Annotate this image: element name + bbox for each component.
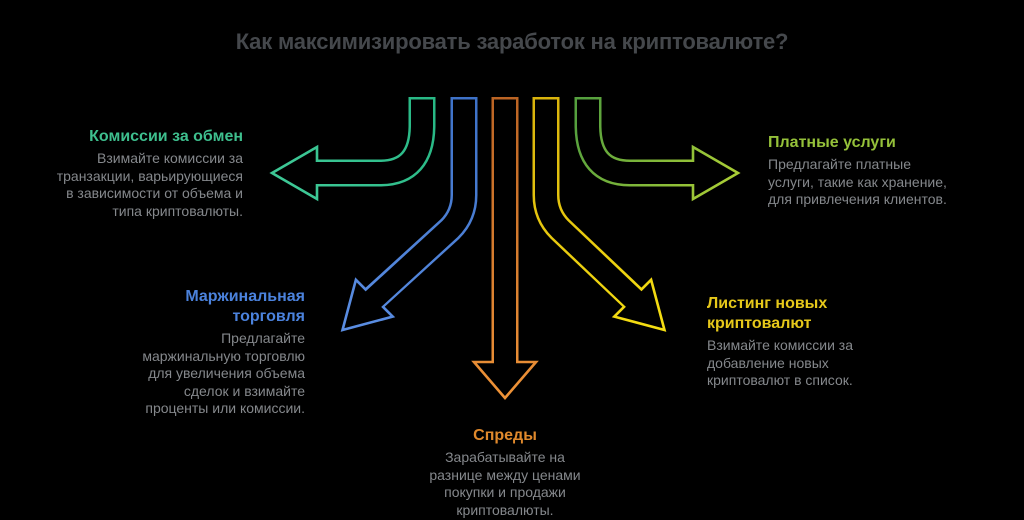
paid-services-heading: Платные услуги [768, 134, 896, 151]
paid-services-arrow [574, 97, 741, 202]
listing-new-cryptocurrencies-description: Взимайте комиссии за добавление новых кр… [707, 337, 853, 388]
listing-new-cryptocurrencies-item: Листинг новых криптовалют Взимайте комис… [707, 294, 927, 390]
spreads-arrow [471, 97, 539, 400]
exchange-fees-description: Взимайте комиссии за транзакции, варьиру… [56, 150, 243, 219]
listing-new-cryptocurrencies-heading: Листинг новых криптовалют [707, 295, 828, 332]
page-title: Как максимизировать заработок на криптов… [235, 28, 789, 54]
spreads-heading: Спреды [473, 427, 537, 444]
spreads-description: Зарабатывайте на разнице между ценами по… [429, 449, 581, 518]
exchange-fees-heading: Комиссии за обмен [89, 128, 243, 145]
paid-services-description: Предлагайте платные услуги, такие как хр… [768, 156, 947, 207]
margin-trading-heading: Маржинальная торговля [185, 288, 305, 325]
margin-trading-arrow [340, 97, 478, 332]
margin-trading-description: Предлагайте маржинальную торговлю для ув… [142, 330, 305, 416]
spreads-item: Спреды Зарабатывайте на разнице между це… [395, 426, 615, 519]
exchange-fees-arrow [269, 97, 436, 202]
paid-services-item: Платные услуги Предлагайте платные услуг… [768, 133, 993, 209]
exchange-fees-item: Комиссии за обмен Взимайте комиссии за т… [40, 127, 243, 220]
listing-new-cryptocurrencies-arrow [532, 97, 667, 332]
margin-trading-item: Маржинальная торговля Предлагайте маржин… [105, 287, 305, 418]
